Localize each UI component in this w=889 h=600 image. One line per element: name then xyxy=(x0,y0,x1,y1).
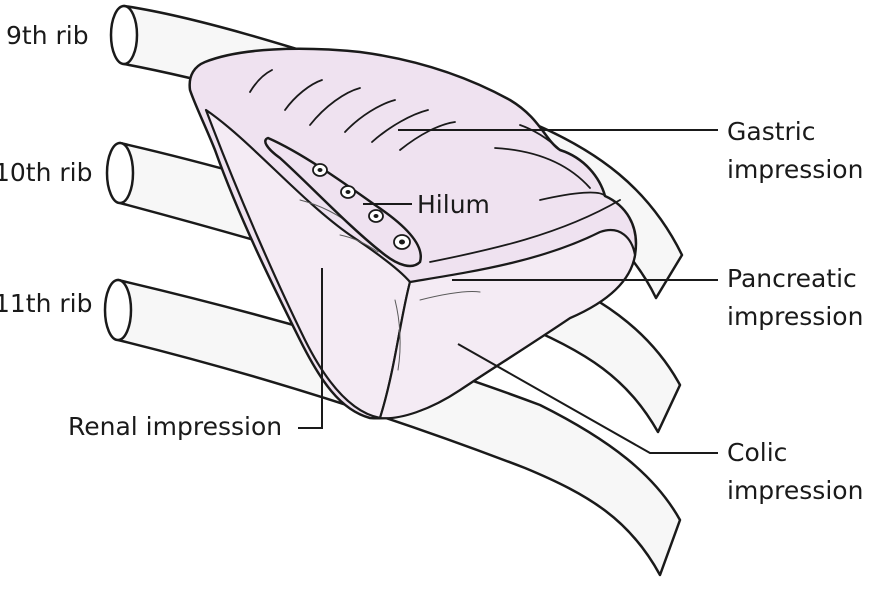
hilum-vessels xyxy=(312,163,411,250)
label-hilum: Hilum xyxy=(417,190,490,219)
label-colic-2: impression xyxy=(727,476,863,505)
label-renal: Renal impression xyxy=(68,412,282,441)
colic-leader xyxy=(457,343,718,454)
leader-lines xyxy=(298,129,718,454)
label-10th-rib: 10th rib xyxy=(0,158,93,187)
renal-leader xyxy=(298,268,323,429)
label-9th-rib: 9th rib xyxy=(6,21,89,50)
colic-face xyxy=(378,229,637,420)
label-gastric-1: Gastric xyxy=(727,117,816,146)
spleen xyxy=(188,47,638,420)
label-11th-rib: 11th rib xyxy=(0,289,93,318)
label-gastric-2: impression xyxy=(727,155,863,184)
label-pancreatic-1: Pancreatic xyxy=(727,264,857,293)
labels: 9th rib 10th rib 11th rib Hilum Gastric … xyxy=(0,21,863,505)
label-colic-1: Colic xyxy=(727,438,787,467)
label-pancreatic-2: impression xyxy=(727,302,863,331)
